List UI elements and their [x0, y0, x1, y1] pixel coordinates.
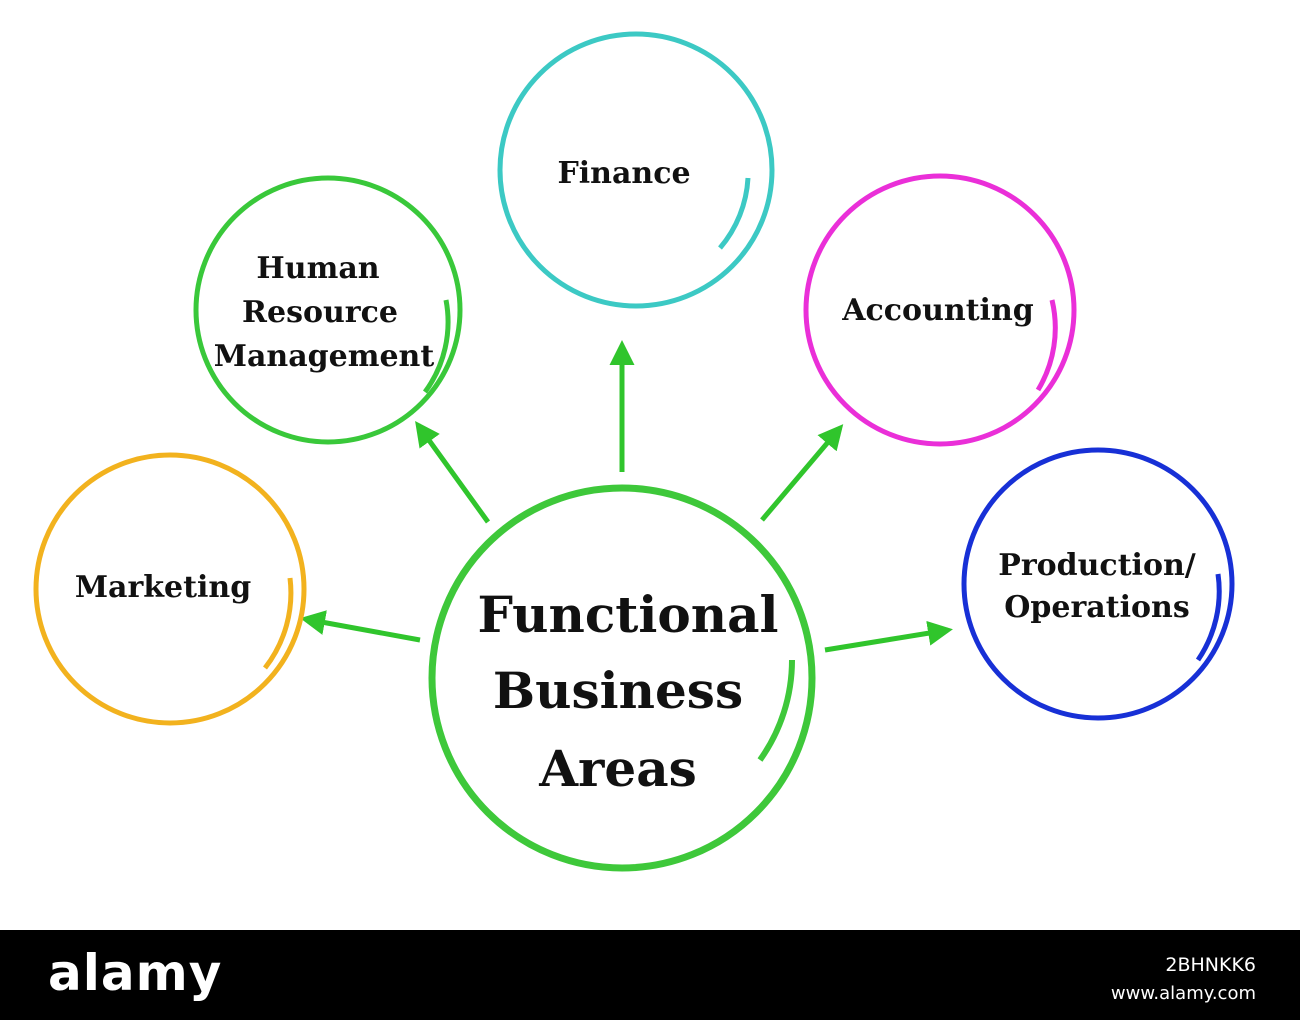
- node-accounting: Accounting: [803, 173, 1077, 447]
- center-node: Functional Business Areas: [428, 484, 816, 872]
- site-url: www.alamy.com: [1110, 983, 1256, 1004]
- node-finance: Finance: [497, 31, 775, 309]
- svg-text:Business: Business: [493, 661, 743, 720]
- svg-text:Functional: Functional: [478, 585, 779, 644]
- production-operations-label-line-1: Production/: [998, 548, 1196, 583]
- arrow-to-accounting: [760, 424, 844, 522]
- finance-circle: [497, 31, 775, 309]
- hrm-label-line-2: Resource: [242, 295, 398, 330]
- marketing-label: Marketing: [75, 570, 251, 605]
- center-circle: [428, 484, 816, 872]
- arrow-to-marketing: [300, 610, 421, 643]
- production-operations-label-line-2: Operations: [1004, 590, 1189, 625]
- finance-label: Finance: [557, 156, 690, 191]
- watermark-footer: alamy 2BHNKK6 www.alamy.com: [0, 930, 1300, 1020]
- alamy-logo: alamy: [48, 944, 223, 1002]
- marketing-circle-stroke: [263, 577, 294, 670]
- marketing-circle: [33, 452, 307, 726]
- node-production-operations: Production/ Operations: [961, 447, 1235, 721]
- human-resource-management-circle-stroke: [422, 299, 451, 394]
- production-operations-circle: [961, 447, 1235, 721]
- arrows: [300, 340, 953, 653]
- finance-circle-stroke: [718, 177, 751, 250]
- center-label-line-1: Functional: [478, 585, 779, 644]
- arrow-to-production-operations: [824, 620, 953, 653]
- svg-text:Areas: Areas: [538, 739, 697, 798]
- center-label-line-3: Areas: [538, 739, 697, 798]
- center-circle-stroke: [757, 659, 796, 762]
- image-id: 2BHNKK6: [1165, 954, 1256, 976]
- hrm-label-line-1: Human: [256, 251, 379, 286]
- center-label-line-2: Business: [493, 661, 743, 720]
- arrow-to-human-resource-management: [415, 420, 491, 524]
- hrm-label-line-3: Management: [214, 339, 435, 374]
- accounting-circle-stroke: [1035, 299, 1058, 392]
- production-operations-circle-stroke: [1195, 573, 1222, 662]
- node-human-resource-management: Human Resource Management: [193, 175, 463, 445]
- accounting-circle: [803, 173, 1077, 447]
- human-resource-management-circle: [193, 175, 463, 445]
- accounting-label: Accounting: [841, 293, 1034, 328]
- node-marketing: Marketing: [33, 452, 307, 726]
- diagram-canvas: Functional Business Areas Finance Human …: [33, 31, 1235, 872]
